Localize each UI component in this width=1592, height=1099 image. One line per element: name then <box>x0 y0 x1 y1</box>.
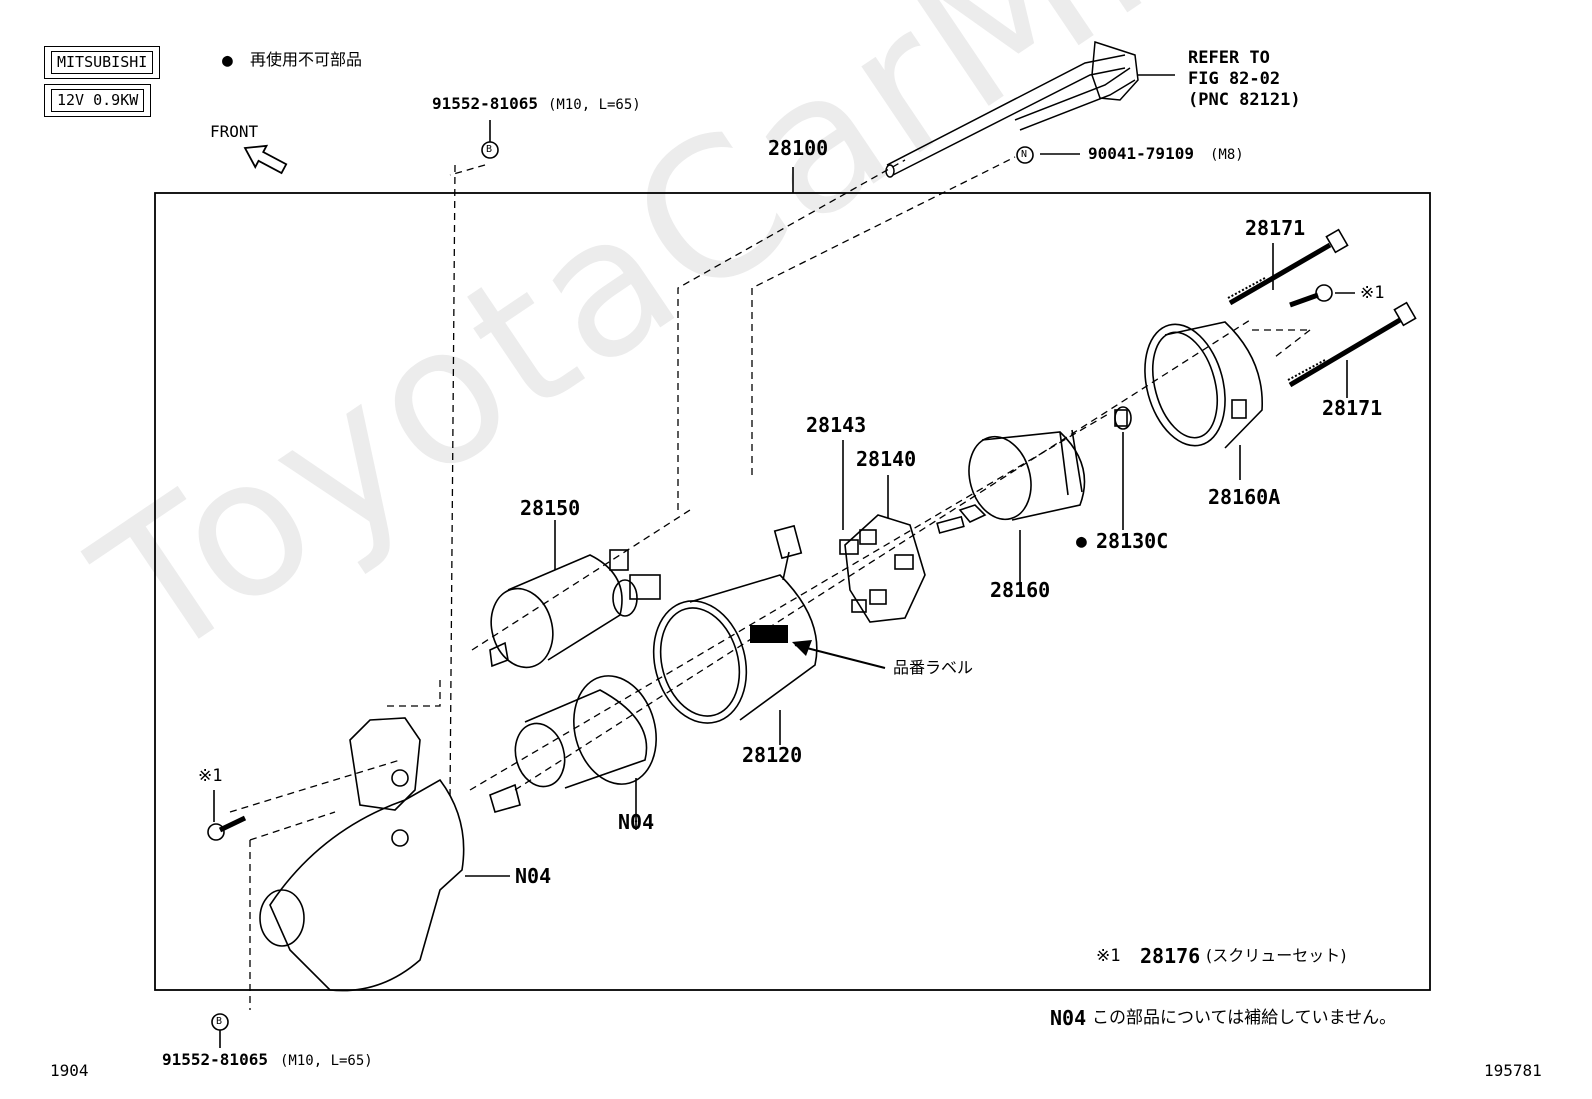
spec-box: 12V 0.9KW <box>44 84 152 117</box>
maker-box: MITSUBISHI <box>44 46 161 79</box>
note-n04-pn: N04 <box>1050 1006 1087 1030</box>
part-solenoid: 28150 <box>520 496 581 520</box>
part-end-cover: 28160A <box>1208 485 1281 509</box>
clutch-drawing <box>489 675 657 830</box>
part-bolt-upper: 28171 <box>1245 216 1306 240</box>
part-brush-plate: 28143 <box>806 413 867 437</box>
long-bolt-lower <box>1287 301 1417 398</box>
marker-b-top: B <box>486 144 493 155</box>
screw-mark-left: ※1 <box>198 766 223 786</box>
part-label-patch <box>750 625 788 643</box>
screw-mark-right: ※1 <box>1360 283 1385 303</box>
part-clutch: N04 <box>618 810 655 834</box>
footer-right-code: 195781 <box>1484 1061 1542 1080</box>
note-screw-mark: ※1 <box>1096 946 1121 966</box>
legend-text: 再使用不可部品 <box>250 50 363 69</box>
note-screw-desc: (スクリューセット) <box>1206 946 1347 965</box>
nut-n-number: 90041-79109 <box>1088 144 1194 163</box>
bolt-b-top-number: 91552-81065 <box>432 94 538 113</box>
screw-left <box>207 790 247 841</box>
part-brush-holder: 28140 <box>856 447 917 471</box>
front-label: FRONT <box>210 122 259 141</box>
legend-bullet: ● <box>222 50 233 71</box>
bolt-b-bottom-number: 91552-81065 <box>162 1050 268 1069</box>
refer-line2: FIG 82-02 <box>1188 69 1281 89</box>
part-housing: N04 <box>515 864 552 888</box>
housing-drawing <box>259 717 510 992</box>
bolt-b-top-spec: (M10, L=65) <box>548 97 641 113</box>
refer-line1: REFER TO <box>1188 48 1270 68</box>
bolt-b-bottom-spec: (M10, L=65) <box>280 1053 373 1069</box>
part-yoke: 28120 <box>742 743 803 767</box>
marker-n: N <box>1021 149 1028 160</box>
spec-text: 12V 0.9KW <box>51 89 145 112</box>
part-bearing: 28130C <box>1096 529 1169 553</box>
bearing-drawing <box>1114 406 1132 530</box>
note-n04-desc: この部品については補給していません。 <box>1092 1008 1397 1028</box>
long-bolt-upper <box>1227 228 1349 306</box>
part-bolt-lower: 28171 <box>1322 396 1383 420</box>
nut-n-spec: (M8) <box>1210 147 1244 163</box>
refer-line3: (PNC 82121) <box>1188 90 1301 110</box>
part-label-note: 品番ラベル <box>893 658 974 677</box>
marker-b-bottom: B <box>216 1016 223 1027</box>
part-assembly: 28100 <box>768 136 829 160</box>
end-cover-drawing <box>1144 321 1263 480</box>
brush-holder-drawing <box>839 440 926 623</box>
part-armature: 28160 <box>990 578 1051 602</box>
yoke-drawing <box>652 524 818 745</box>
solenoid-drawing <box>489 520 661 669</box>
bearing-bullet: ● <box>1076 531 1087 552</box>
armature-drawing <box>936 429 1086 585</box>
screw-right <box>1289 284 1355 308</box>
maker-text: MITSUBISHI <box>51 51 154 74</box>
front-arrow-icon <box>243 144 288 175</box>
footer-left-code: 1904 <box>50 1061 89 1080</box>
pipe-drawing <box>885 40 1175 178</box>
assembly-frame <box>154 192 1431 991</box>
note-screw-pn: 28176 <box>1140 944 1201 968</box>
